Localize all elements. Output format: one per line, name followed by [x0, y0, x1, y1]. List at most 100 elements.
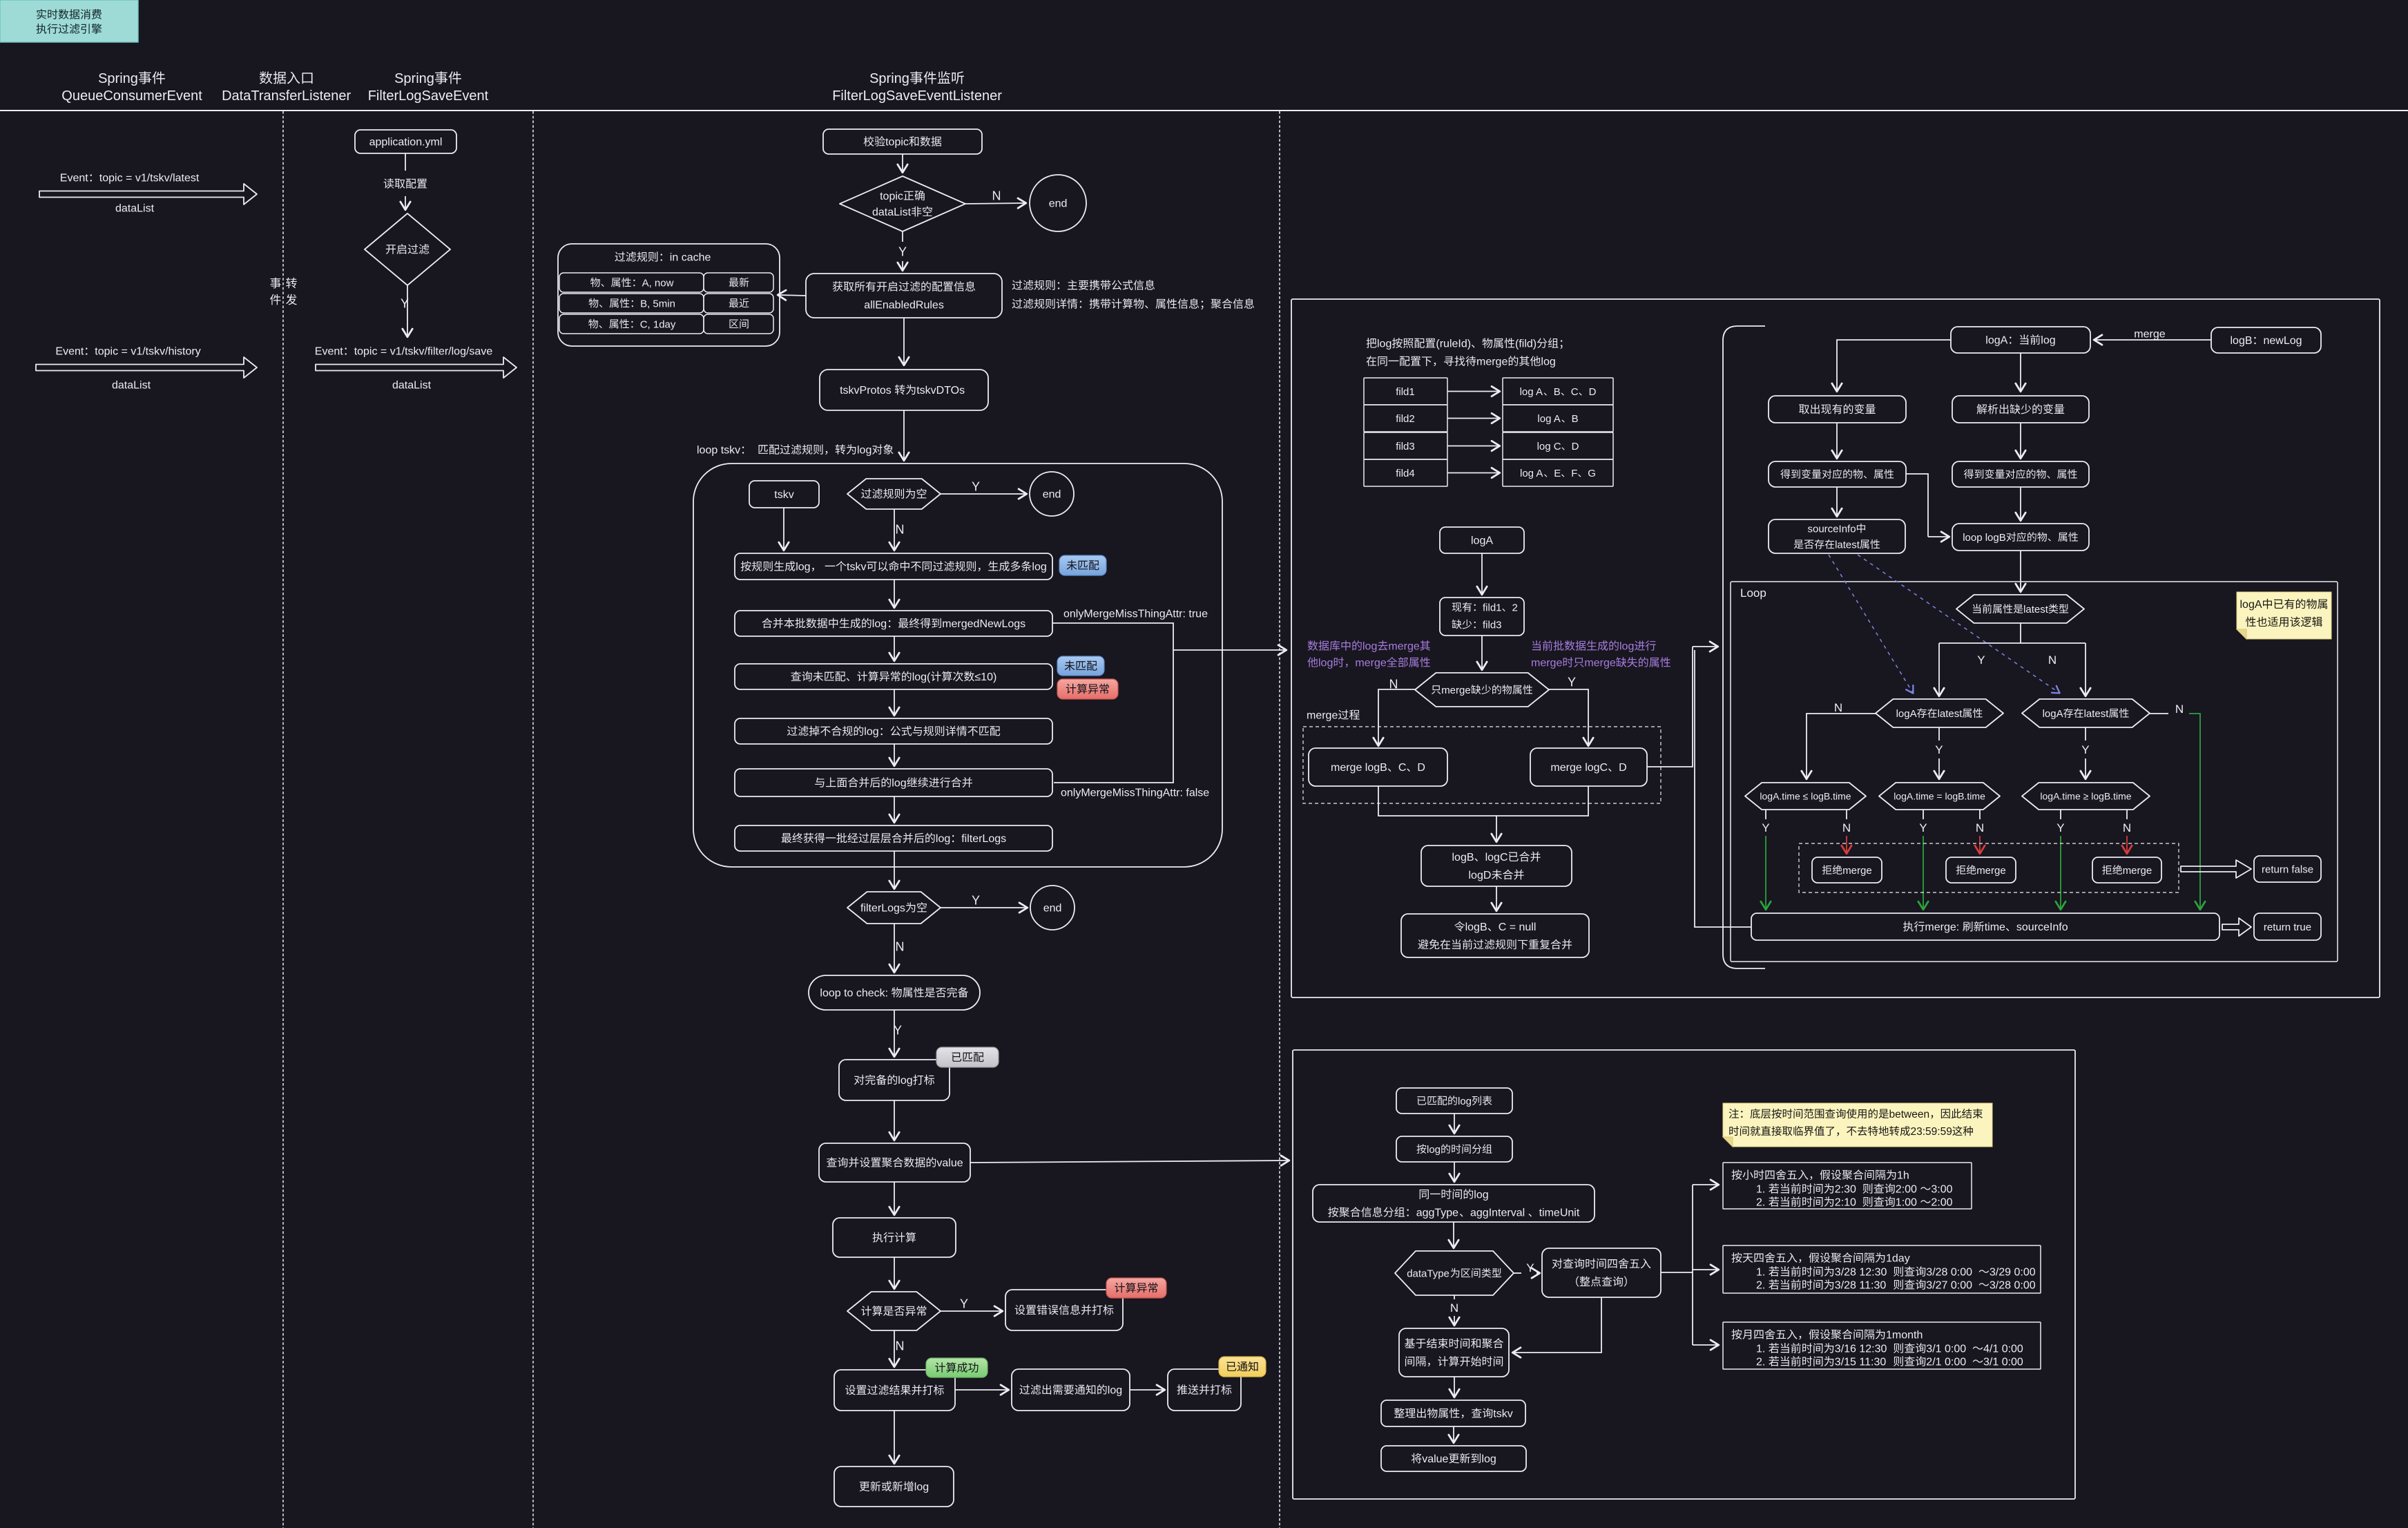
svg-text:DataTransferListener: DataTransferListener — [222, 88, 351, 104]
svg-text:1h: 1h — [1897, 1170, 1909, 1182]
svg-text:end: end — [1043, 489, 1061, 501]
svg-text:timeUnit: timeUnit — [1539, 1207, 1580, 1219]
svg-text:Y: Y — [1977, 653, 1985, 667]
svg-text:topic = v1/tskv/latest: topic = v1/tskv/latest — [99, 173, 200, 184]
svg-text:log: log — [1108, 1385, 1122, 1397]
svg-text:log: log — [796, 562, 810, 573]
svg-text:return false: return false — [2262, 863, 2313, 875]
svg-text:dataList: dataList — [392, 380, 432, 392]
svg-text:G: G — [1588, 468, 1596, 479]
svg-text:latest: latest — [1938, 708, 1963, 720]
svg-text:tskv: tskv — [774, 489, 793, 501]
svg-text:log: log — [1427, 1144, 1441, 1156]
svg-text:QueueConsumerEvent: QueueConsumerEvent — [61, 88, 202, 104]
svg-text:Y: Y — [1526, 1261, 1534, 1274]
svg-text:C = null: C = null — [1499, 921, 1537, 933]
svg-text:latest: latest — [2084, 708, 2110, 720]
svg-text:F: F — [1571, 468, 1577, 479]
svg-text:(ruleId): (ruleId) — [1436, 338, 1471, 350]
svg-text:Y: Y — [898, 245, 907, 258]
svg-text:N: N — [1842, 821, 1851, 834]
svg-text:Y: Y — [972, 893, 980, 907]
svg-text:B: B — [1572, 413, 1579, 425]
svg-text:sourceInfo: sourceInfo — [2016, 921, 2068, 933]
svg-text:logB: logB — [1452, 852, 1474, 863]
svg-text:log: log — [1541, 356, 1555, 368]
svg-text:log: log — [898, 1075, 912, 1087]
svg-text:filterLogs: filterLogs — [860, 903, 905, 915]
svg-text:fild3: fild3 — [1483, 619, 1502, 631]
svg-text:log: log — [914, 1482, 929, 1493]
svg-text:application.yml: application.yml — [369, 137, 443, 149]
svg-text:logA: logA — [1896, 708, 1917, 720]
svg-text:N: N — [1389, 677, 1398, 691]
svg-text:logB: logB — [1465, 921, 1487, 933]
svg-text:Y: Y — [2081, 743, 2089, 756]
svg-text:3/1 0:00: 3/1 0:00 — [1926, 1344, 1966, 1355]
svg-text:D: D — [1589, 386, 1597, 398]
svg-text:Event: Event — [55, 346, 84, 358]
svg-text:sourceInfo: sourceInfo — [1808, 523, 1856, 535]
svg-text:logB: logB — [2231, 335, 2253, 347]
svg-text:logA.time = logB.time: logA.time = logB.time — [1894, 790, 1985, 801]
svg-text:latest: latest — [1835, 539, 1860, 551]
svg-text:D: D — [1619, 762, 1627, 774]
svg-text:Y: Y — [972, 479, 980, 493]
svg-text:log: log — [864, 726, 878, 738]
svg-text:2/1 0:00: 2/1 0:00 — [1926, 1357, 1966, 1368]
svg-text:fild1: fild1 — [1396, 386, 1415, 398]
svg-text:3/28 11:30: 3/28 11:30 — [1835, 1280, 1887, 1292]
svg-text:logA: logA — [1985, 335, 2007, 347]
svg-text:log: log — [1377, 338, 1391, 350]
svg-text:B, 5min: B, 5min — [640, 298, 675, 309]
svg-text:C: C — [1398, 762, 1407, 774]
svg-text:log: log — [892, 778, 906, 790]
svg-text:2:00: 2:00 — [1931, 1197, 1952, 1209]
svg-text:log: log — [1474, 1190, 1488, 1201]
svg-text:filterLogs: filterLogs — [961, 833, 1006, 845]
svg-text:logD: logD — [1469, 870, 1492, 881]
svg-text:Y: Y — [960, 1297, 968, 1310]
svg-text:Loop: Loop — [1740, 586, 1766, 600]
svg-text:end: end — [1043, 903, 1062, 915]
svg-text:topic = v1/tskv/history: topic = v1/tskv/history — [95, 346, 200, 358]
svg-text:merge: merge — [1842, 865, 1872, 877]
svg-text:Spring: Spring — [98, 71, 138, 86]
svg-text:newLog: newLog — [2264, 335, 2302, 347]
svg-text:value: value — [1422, 1453, 1448, 1465]
svg-text:merge logC: merge logC — [1550, 762, 1608, 774]
svg-text:log A: log A — [1520, 386, 1543, 398]
svg-text:2:00: 2:00 — [1896, 1184, 1917, 1196]
svg-text:merge: merge — [1441, 685, 1471, 696]
svg-text:dataList: dataList — [112, 380, 151, 392]
svg-text:tskvProtos: tskvProtos — [840, 385, 892, 397]
svg-text:fild3: fild3 — [1396, 441, 1415, 452]
svg-text:N: N — [896, 522, 905, 536]
svg-text:B: B — [1554, 386, 1561, 398]
svg-text:in cache: in cache — [670, 252, 711, 264]
svg-text:3/1 0:00: 3/1 0:00 — [1983, 1357, 2023, 1368]
svg-text:N: N — [2123, 821, 2131, 834]
svg-text:log: log — [1362, 641, 1377, 653]
svg-text:topic: topic — [885, 137, 909, 149]
svg-text:log C: log C — [1537, 441, 1561, 452]
svg-text:N: N — [2048, 653, 2057, 667]
svg-text:topic = v1/tskv/filter/log/sav: topic = v1/tskv/filter/log/save — [354, 346, 493, 358]
svg-text:return true: return true — [2264, 921, 2311, 933]
svg-text:logA: logA — [2043, 708, 2063, 720]
svg-text:onlyMergeMissThingAttr: false: onlyMergeMissThingAttr: false — [1061, 787, 1209, 799]
svg-text:Y: Y — [1935, 743, 1943, 756]
svg-text:FilterLogSaveEventListener: FilterLogSaveEventListener — [832, 88, 1002, 104]
svg-text:A, now: A, now — [642, 277, 674, 289]
svg-text:3/29 0:00: 3/29 0:00 — [1990, 1267, 2036, 1279]
svg-text:3/28 12:30: 3/28 12:30 — [1835, 1267, 1887, 1279]
svg-text:fild4: fild4 — [1396, 468, 1415, 479]
svg-text:logA.time ≤ logB.time: logA.time ≤ logB.time — [1760, 790, 1851, 801]
svg-text:merge logB: merge logB — [1331, 762, 1387, 774]
svg-text:C: C — [1571, 386, 1579, 398]
svg-text:3/28 0:00: 3/28 0:00 — [1990, 1280, 2036, 1292]
svg-text:3/15 11:30: 3/15 11:30 — [1835, 1357, 1887, 1368]
svg-text:3/28 0:00: 3/28 0:00 — [1926, 1267, 1972, 1279]
svg-text:Event: Event — [60, 173, 88, 184]
svg-text:Spring: Spring — [869, 71, 909, 86]
